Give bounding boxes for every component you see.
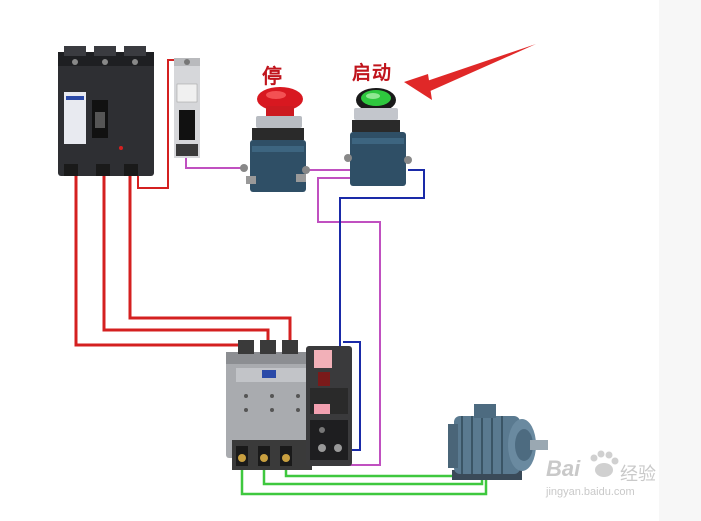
motor-wire-w [284,468,480,478]
start-to-contactor-wire [317,177,381,466]
phase-wire-l3 [128,176,292,352]
right-edge-strip [659,0,701,521]
watermark-brand: Bai [546,456,581,481]
return-wires [339,169,425,451]
coil-return-wire [343,341,361,451]
watermark-brand-cn: 经验 [620,464,656,485]
stop-button [240,87,310,192]
annotation-arrow [404,44,536,100]
thermal-overload-relay [306,346,352,466]
control-fuse [174,58,200,158]
circuit-breaker [58,46,154,176]
baidu-paw-icon [590,450,619,477]
watermark-url: jingyan.baidu.com [546,486,635,498]
start-button [344,88,412,186]
contactor [226,340,314,470]
breaker-to-relay-wire [137,59,178,189]
motor-wire-u [240,470,488,496]
start-return-wire [339,169,425,352]
stop-label: 停 [262,64,283,88]
start-label: 启动 [352,62,393,84]
motor-wires [240,468,488,496]
relay-to-stop-wire [185,155,245,169]
motor [448,404,548,480]
control-wires [185,155,381,466]
phase-wire-l1 [74,176,248,352]
